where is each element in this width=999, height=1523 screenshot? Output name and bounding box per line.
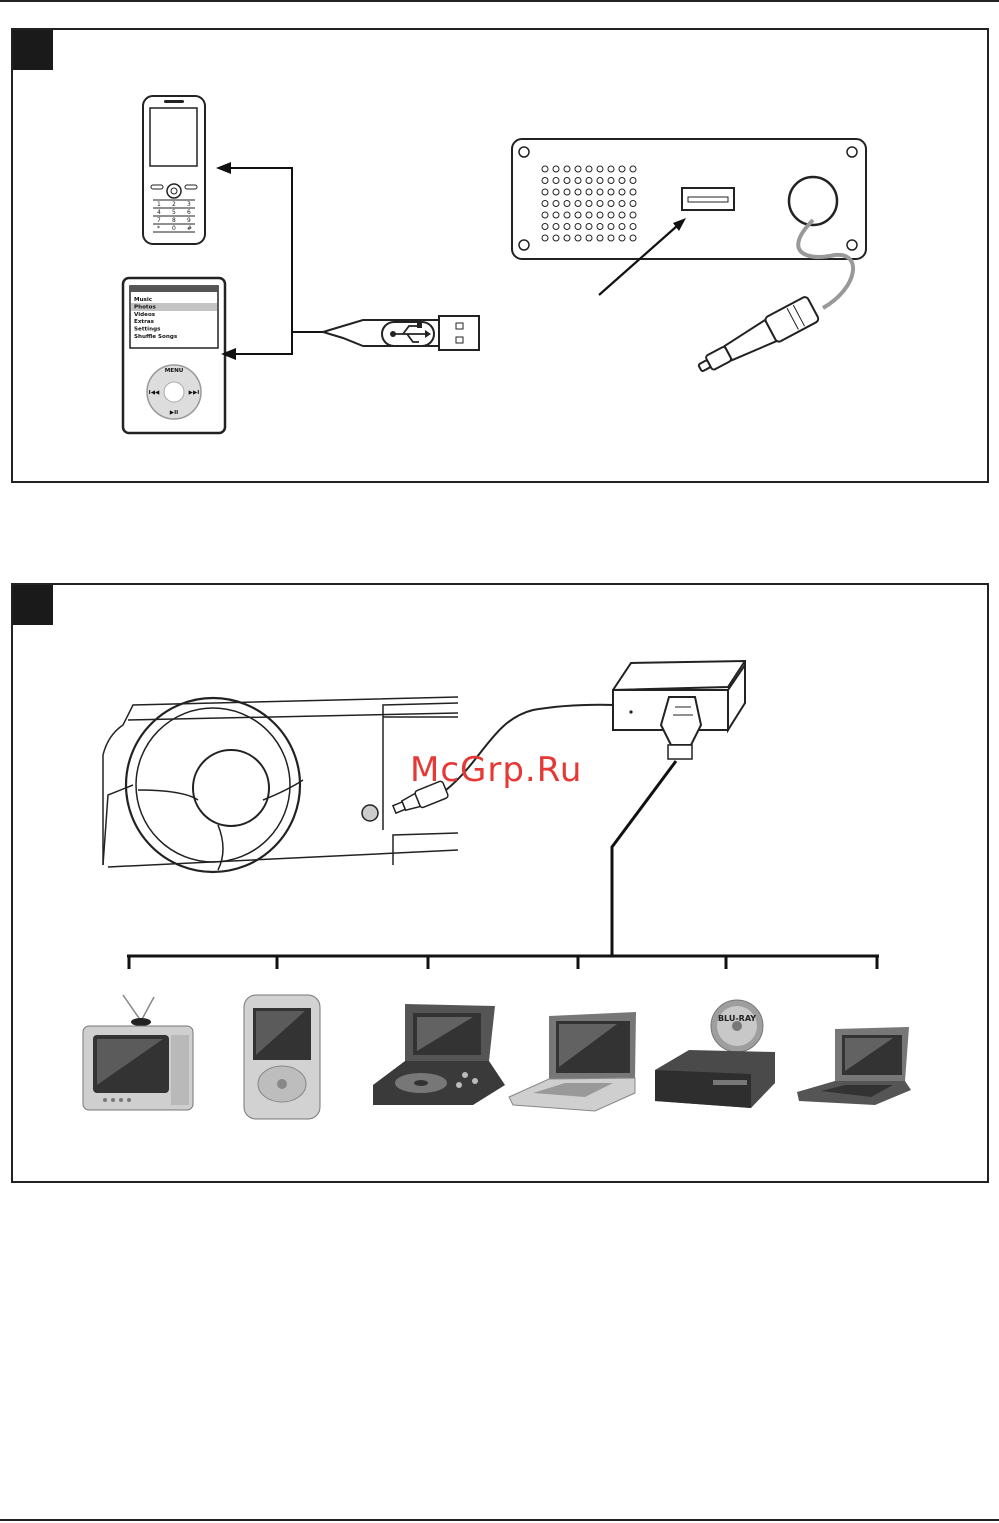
usb-plug-icon <box>661 697 701 759</box>
player-menu-item: Photos <box>134 304 156 310</box>
watermark-text: McGrp.Ru <box>410 750 582 790</box>
phone-key: * <box>157 225 160 232</box>
figure-panel-2: BLU-RAY McGrp.Ru <box>11 583 989 1183</box>
wheel-play-label: ▶II <box>170 410 178 416</box>
arrow-to-phone-icon <box>216 162 231 174</box>
top-rule <box>0 0 999 2</box>
car-dashboard-illustration <box>103 697 458 872</box>
phone-key: 0 <box>172 225 176 232</box>
phone-key: # <box>187 225 192 232</box>
tv-icon <box>83 995 193 1110</box>
player-menu-item: Settings <box>134 327 161 333</box>
phone-key: 4 <box>157 209 161 216</box>
figure-1-illustration: 1 2 3 4 5 6 7 8 9 * 0 # MusicPhotosVideosExtrasSett… <box>13 30 991 485</box>
mobile-phone-icon: 1 2 3 4 5 6 7 8 9 * 0 # <box>143 96 205 244</box>
bluray-player-icon: BLU-RAY <box>655 1000 775 1108</box>
portable-dvd-icon <box>373 1004 505 1105</box>
usb-adapter-box <box>512 139 866 259</box>
phone-key: 9 <box>187 217 191 224</box>
smartphone-icon <box>244 995 320 1119</box>
player-menu-item: Extras <box>134 319 155 325</box>
car-cigarette-plug-icon <box>693 296 819 381</box>
wheel-menu-label: MENU <box>165 368 184 374</box>
figure-2-illustration: BLU-RAY <box>13 585 991 1185</box>
phone-key: 1 <box>157 201 161 208</box>
phone-key: 2 <box>172 201 176 208</box>
bottom-rule <box>0 1519 999 1521</box>
netbook-icon <box>797 1027 911 1105</box>
player-menu-item: Shuffle Songs <box>134 334 178 340</box>
player-menu-item: Music <box>134 297 152 303</box>
wheel-prev-label: I◀◀ <box>149 390 160 396</box>
phone-key: 3 <box>187 201 191 208</box>
phone-key: 6 <box>187 209 191 216</box>
usb-plug-icon <box>323 316 479 350</box>
bluray-disc-label: BLU-RAY <box>718 1014 756 1023</box>
connection-arrows <box>226 168 323 354</box>
phone-key: 5 <box>172 209 176 216</box>
connection-tree <box>127 761 879 969</box>
player-menu-item: Videos <box>134 312 156 318</box>
phone-key: 7 <box>157 217 161 224</box>
wheel-next-label: ▶▶I <box>189 390 200 396</box>
laptop-icon <box>509 1012 636 1111</box>
phone-key: 8 <box>172 217 176 224</box>
